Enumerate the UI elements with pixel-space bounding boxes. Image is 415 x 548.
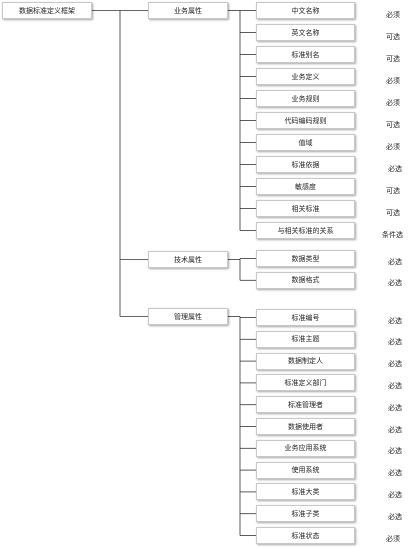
requirement-label: 可选 — [386, 186, 400, 195]
attribute-node: 标准管理者 — [256, 396, 355, 414]
attribute-label: 业务应用系统 — [284, 444, 327, 453]
attribute-node: 敏感度 — [256, 178, 355, 195]
attribute-node: 标准主题 — [256, 330, 355, 348]
attribute-node: 使用系统 — [256, 461, 355, 479]
attribute-label: 标准状态 — [291, 531, 320, 540]
attribute-node: 相关标准 — [256, 200, 355, 217]
requirement-label: 必选 — [388, 338, 402, 347]
attribute-label: 数据格式 — [291, 276, 320, 285]
attribute-label: 标准主题 — [291, 335, 320, 344]
attribute-node: 数据格式 — [256, 271, 355, 289]
attribute-label: 相关标准 — [291, 204, 320, 213]
requirement-label: 必选 — [388, 447, 402, 456]
requirement-label: 必选 — [388, 360, 402, 369]
attribute-node: 与相关标准的关系 — [256, 222, 355, 239]
requirement-label: 必须 — [386, 534, 400, 543]
requirement-label: 可选 — [386, 120, 400, 129]
requirement-label: 可选 — [386, 54, 400, 63]
requirement-label: 可选 — [386, 208, 400, 217]
requirement-label: 必选 — [388, 316, 402, 325]
attribute-node: 业务定义 — [256, 68, 355, 85]
attribute-node: 标准状态 — [256, 527, 355, 544]
attribute-node: 代码编码规则 — [256, 112, 355, 129]
attribute-label: 标准依据 — [291, 160, 320, 169]
attribute-label: 数据制定人 — [288, 357, 323, 366]
requirement-label: 必选 — [388, 257, 402, 266]
attribute-node: 英文名称 — [256, 24, 355, 41]
requirement-label: 必选 — [388, 490, 402, 499]
attribute-node: 业务规则 — [256, 90, 355, 107]
attribute-label: 标准定义部门 — [284, 378, 327, 387]
requirement-label: 必选 — [388, 469, 402, 478]
attribute-label: 代码编码规则 — [284, 116, 327, 125]
group-node-technical: 技术属性 — [148, 251, 228, 268]
requirement-label: 条件选 — [382, 230, 403, 239]
requirement-label: 必须 — [386, 98, 400, 107]
group-node-label: 管理属性 — [174, 312, 202, 321]
attribute-node: 数据类型 — [256, 250, 355, 267]
attribute-label: 使用系统 — [291, 466, 320, 475]
attribute-node: 业务应用系统 — [256, 439, 355, 457]
attribute-label: 标准别名 — [291, 50, 320, 59]
requirement-label: 必选 — [388, 279, 402, 288]
attribute-label: 数据类型 — [291, 254, 320, 263]
attribute-label: 值域 — [298, 138, 313, 147]
attribute-node: 值域 — [256, 134, 355, 151]
requirement-label: 必选 — [388, 381, 402, 390]
attribute-label: 标准管理者 — [288, 400, 323, 409]
attribute-label: 业务定义 — [291, 72, 320, 81]
requirement-label: 可选 — [386, 32, 400, 41]
requirement-label: 必选 — [388, 425, 402, 434]
attribute-label: 中文名称 — [291, 6, 320, 15]
attribute-node: 标准大类 — [256, 483, 355, 501]
requirement-label: 必选 — [388, 512, 402, 521]
attribute-node: 数据使用者 — [256, 418, 355, 435]
requirement-label: 必须 — [386, 10, 400, 19]
attribute-node: 标准别名 — [256, 46, 355, 63]
attribute-label: 标准大类 — [291, 487, 320, 496]
group-node-label: 业务属性 — [174, 6, 202, 15]
requirement-label: 必选 — [388, 164, 402, 173]
group-node-management: 管理属性 — [148, 308, 228, 325]
root-node: 数据标准定义框架 — [2, 2, 92, 19]
attribute-node: 标准编号 — [256, 309, 355, 326]
root-node-label: 数据标准定义框架 — [19, 6, 75, 15]
attribute-node: 标准子类 — [256, 505, 355, 523]
attribute-label: 与相关标准的关系 — [277, 226, 334, 235]
attribute-label: 敏感度 — [295, 182, 316, 191]
attribute-label: 标准子类 — [291, 509, 320, 518]
requirement-label: 必须 — [386, 76, 400, 85]
attribute-node: 标准依据 — [256, 156, 355, 173]
attribute-node: 标准定义部门 — [256, 374, 355, 392]
group-node-business: 业务属性 — [148, 2, 228, 19]
attribute-label: 英文名称 — [291, 28, 320, 37]
attribute-node: 数据制定人 — [256, 352, 355, 370]
group-node-label: 技术属性 — [174, 255, 202, 264]
attribute-node: 中文名称 — [256, 2, 355, 19]
requirement-label: 必须 — [386, 142, 400, 151]
attribute-label: 数据使用者 — [288, 422, 323, 431]
attribute-label: 标准编号 — [291, 313, 320, 322]
requirement-label: 必选 — [388, 403, 402, 412]
attribute-label: 业务规则 — [291, 94, 320, 103]
